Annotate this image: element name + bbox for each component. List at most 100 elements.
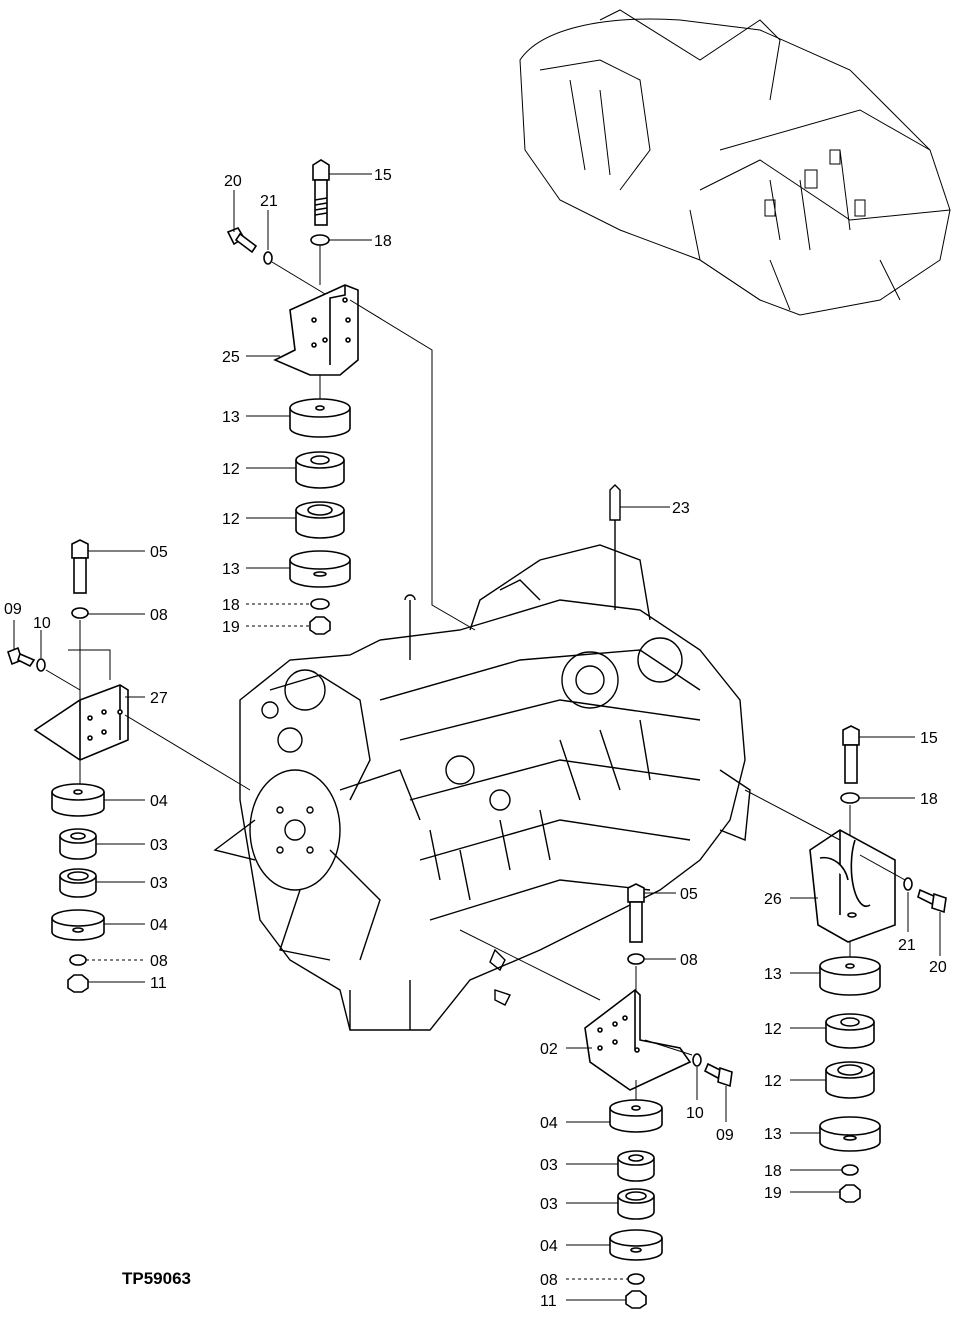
cushion-13-r2: [819, 1116, 881, 1152]
washer-18-right: [840, 792, 860, 804]
bolt-09-bottom: [703, 1062, 733, 1088]
cushion-04-l1: [51, 783, 105, 817]
engine-block: [213, 484, 751, 1031]
callout-18-r2: 18: [764, 1163, 782, 1180]
callout-12-r2: 12: [764, 1073, 782, 1090]
callout-04-l2: 04: [150, 917, 168, 934]
cushion-12-a: [295, 451, 345, 489]
callout-18-top: 18: [374, 233, 392, 250]
callout-25: 25: [222, 349, 240, 366]
bolt-20-top: [226, 227, 258, 254]
callout-11-left: 11: [150, 975, 167, 992]
bracket-26: [809, 829, 896, 943]
washer-18-top: [310, 234, 330, 246]
callout-12-b: 12: [222, 511, 240, 528]
left-mount-assembly: [7, 539, 251, 993]
callout-labels: 15 18 20 21 25 13 12 12 13 18 19 23 05 0…: [4, 167, 947, 1310]
callout-08-left: 08: [150, 607, 168, 624]
bolt-05-left: [71, 539, 89, 594]
callout-20-top: 20: [224, 173, 242, 190]
nut-11-left: [67, 974, 89, 993]
callout-15-right: 15: [920, 730, 938, 747]
leaders-right: [790, 736, 941, 1193]
cushion-12-b: [295, 501, 345, 539]
callout-21-right: 21: [898, 937, 916, 954]
leaders-left: [13, 550, 145, 983]
callout-13-b: 13: [222, 561, 240, 578]
machine-outline: [519, 9, 951, 316]
nut-11-bottom: [625, 1290, 647, 1309]
bottom-mount-assembly: [459, 883, 733, 1309]
washer-18-r2: [841, 1164, 859, 1176]
callout-21-top: 21: [260, 193, 278, 210]
bolt-20-right: [917, 888, 947, 914]
callout-05-left: 05: [150, 544, 168, 561]
callout-13-a: 13: [222, 409, 240, 426]
callout-10-left: 10: [33, 615, 51, 632]
callout-11-bottom: 11: [540, 1293, 557, 1310]
cushion-03-b2: [617, 1188, 655, 1220]
callout-03-b1: 03: [540, 1157, 558, 1174]
cushion-03-l1: [59, 828, 97, 860]
top-mount-assembly: [226, 159, 476, 635]
washer-21-right: [903, 877, 913, 891]
washer-18-mid: [310, 598, 330, 610]
callout-05-bottom: 05: [680, 886, 698, 903]
washer-10-bottom: [692, 1053, 702, 1067]
callout-19-mid: 19: [222, 619, 240, 636]
callout-13-r1: 13: [764, 966, 782, 983]
callout-27: 27: [150, 690, 168, 707]
washer-08-left: [71, 607, 89, 619]
callout-04-b2: 04: [540, 1238, 558, 1255]
leaders-bottom: [566, 892, 727, 1301]
bracket-27: [33, 684, 129, 761]
leaders-top: [233, 173, 670, 627]
callout-03-l1: 03: [150, 837, 168, 854]
callout-04-l1: 04: [150, 793, 168, 810]
callout-08-l2: 08: [150, 953, 168, 970]
callout-04-b1: 04: [540, 1115, 558, 1132]
washer-08-bottom: [627, 953, 645, 965]
nut-19-mid: [309, 616, 331, 635]
callout-09-bottom: 09: [716, 1127, 734, 1144]
callout-23: 23: [672, 500, 690, 517]
cushion-13-b: [289, 550, 351, 588]
callout-03-b2: 03: [540, 1196, 558, 1213]
callout-10-bottom: 10: [686, 1105, 704, 1122]
callout-09-left: 09: [4, 601, 22, 618]
cushion-04-b1: [609, 1099, 663, 1133]
callout-02: 02: [540, 1041, 558, 1058]
cushion-13-r1: [819, 956, 881, 996]
callout-19-right: 19: [764, 1185, 782, 1202]
bolt-09-left: [7, 646, 36, 668]
cushion-03-b1: [617, 1150, 655, 1182]
callout-15-top: 15: [374, 167, 392, 184]
washer-21-top: [263, 251, 273, 265]
cushion-04-b2: [609, 1229, 663, 1261]
callout-18-mid: 18: [222, 597, 240, 614]
bracket-25: [273, 284, 359, 376]
cushion-04-l2: [51, 909, 105, 941]
cushion-03-l2: [59, 868, 97, 898]
cushion-12-r1: [825, 1013, 875, 1049]
washer-08-b2: [627, 1273, 645, 1285]
washer-10-left: [36, 658, 46, 672]
callout-03-l2: 03: [150, 875, 168, 892]
callout-12-a: 12: [222, 461, 240, 478]
drawing-code: TP59063: [122, 1269, 191, 1288]
callout-26: 26: [764, 891, 782, 908]
callout-12-r1: 12: [764, 1021, 782, 1038]
callout-08-b2: 08: [540, 1272, 558, 1289]
bolt-15-top: [312, 159, 330, 226]
cushion-13-a: [289, 398, 351, 438]
bolt-05-bottom: [627, 883, 645, 943]
nut-19-right: [839, 1184, 861, 1203]
right-mount-assembly: [744, 725, 947, 1203]
callout-20-right: 20: [929, 959, 947, 976]
bolt-15-right: [842, 725, 860, 784]
cushion-12-r2: [825, 1061, 875, 1099]
callout-08-bottom: 08: [680, 952, 698, 969]
washer-08-l2: [69, 954, 87, 966]
